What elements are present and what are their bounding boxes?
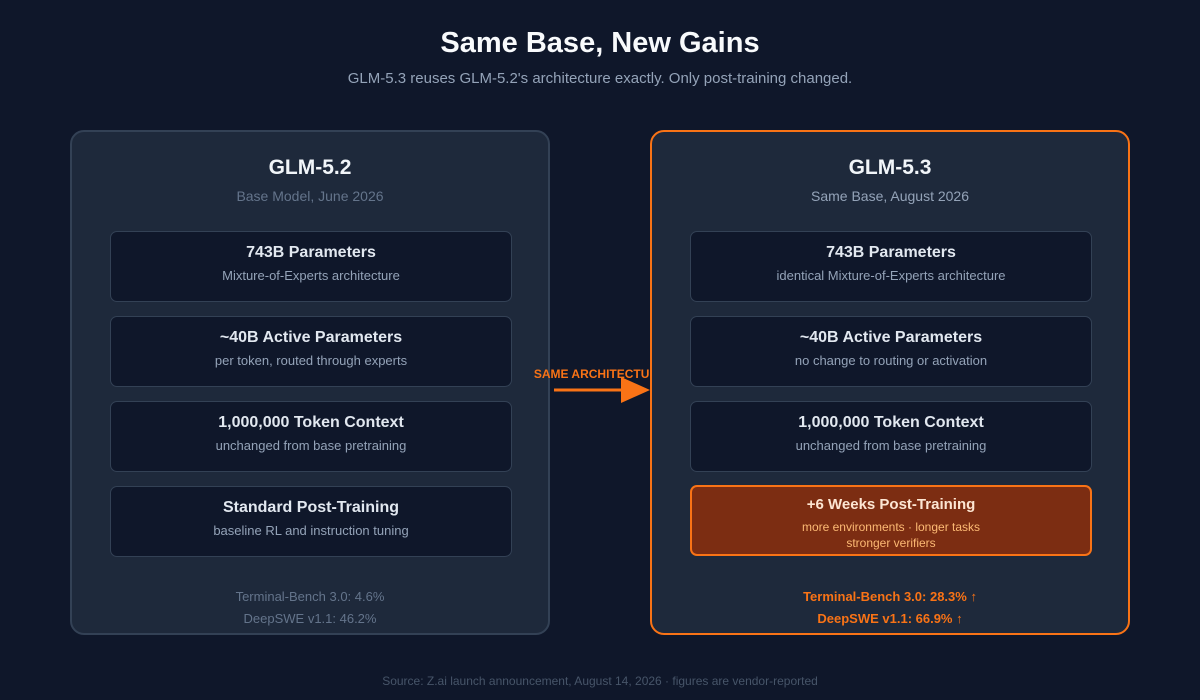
- card-desc-line: stronger verifiers: [846, 536, 936, 550]
- connector-label: SAME ARCHITECTURE: [533, 367, 667, 381]
- panel-glm-5-3: GLM-5.3 Same Base, August 2026 743B Para…: [650, 130, 1130, 635]
- card-active-parameters: ~40B Active Parameters per token, routed…: [110, 316, 512, 387]
- card-desc: per token, routed through experts: [214, 353, 408, 368]
- card-title: 743B Parameters: [826, 244, 956, 261]
- card-title: 743B Parameters: [246, 244, 376, 261]
- card-post-training-highlight: +6 Weeks Post-Training more environments…: [690, 485, 1092, 556]
- card-desc: unchanged from base pretraining: [215, 438, 407, 453]
- card-title: +6 Weeks Post-Training: [806, 496, 976, 513]
- card-title: ~40B Active Parameters: [799, 329, 983, 346]
- panel-title: GLM-5.2: [268, 156, 352, 179]
- card-title: 1,000,000 Token Context: [798, 414, 984, 431]
- card-desc-line: more environments · longer tasks: [801, 520, 981, 534]
- panel-glm-5-2: GLM-5.2 Base Model, June 2026 743B Param…: [70, 130, 550, 635]
- card-desc: no change to routing or activation: [794, 353, 988, 368]
- card-title: ~40B Active Parameters: [219, 329, 403, 346]
- card-parameters: 743B Parameters identical Mixture-of-Exp…: [690, 231, 1092, 302]
- card-active-parameters: ~40B Active Parameters no change to rout…: [690, 316, 1092, 387]
- card-post-training: Standard Post-Training baseline RL and i…: [110, 486, 512, 557]
- card-desc: baseline RL and instruction tuning: [213, 523, 409, 538]
- card-title: Standard Post-Training: [222, 499, 399, 516]
- arrow-right-icon: [554, 377, 650, 403]
- metric-terminal-bench: Terminal-Bench 3.0: 28.3% ↑: [803, 589, 977, 604]
- panel-subtitle: Same Base, August 2026: [811, 188, 969, 204]
- page-title: Same Base, New Gains: [440, 27, 760, 59]
- card-desc: more environments · longer tasks stronge…: [692, 519, 1090, 551]
- card-context: 1,000,000 Token Context unchanged from b…: [690, 401, 1092, 472]
- page-subtitle: GLM-5.3 reuses GLM-5.2's architecture ex…: [347, 70, 853, 87]
- panel-title: GLM-5.3: [848, 156, 932, 179]
- source-footer: Source: Z.ai launch announcement, August…: [382, 674, 818, 688]
- card-desc: Mixture-of-Experts architecture: [222, 268, 400, 283]
- card-title: 1,000,000 Token Context: [218, 414, 404, 431]
- metric-terminal-bench: Terminal-Bench 3.0: 4.6%: [235, 589, 385, 604]
- card-desc: identical Mixture-of-Experts architectur…: [776, 268, 1006, 283]
- card-parameters: 743B Parameters Mixture-of-Experts archi…: [110, 231, 512, 302]
- panel-subtitle: Base Model, June 2026: [236, 188, 384, 204]
- card-context: 1,000,000 Token Context unchanged from b…: [110, 401, 512, 472]
- metric-deepswe: DeepSWE v1.1: 46.2%: [243, 611, 377, 626]
- card-desc: unchanged from base pretraining: [795, 438, 987, 453]
- metric-deepswe: DeepSWE v1.1: 66.9% ↑: [817, 611, 963, 626]
